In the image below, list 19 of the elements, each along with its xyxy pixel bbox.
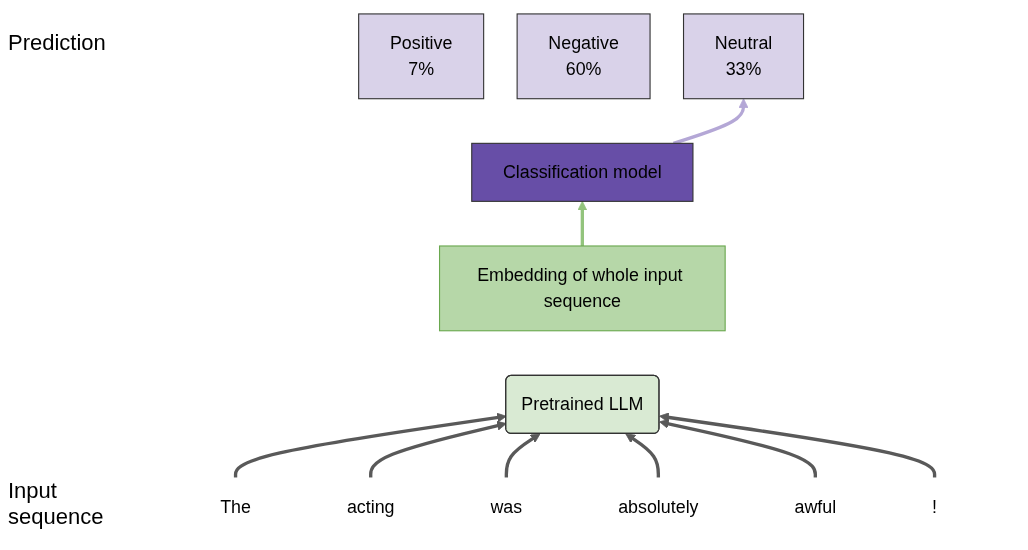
node-box: Neutral 33% [683,13,805,100]
node-text: awful [794,497,837,516]
arrow [577,200,588,246]
node-text: acting [347,497,395,516]
node-text: was [490,497,523,516]
arrow [673,98,749,145]
row-label: Prediction [8,30,107,56]
node-box: Negative 60% [516,13,651,100]
node-box: Embedding of whole input sequence [439,245,727,332]
row-label: Input sequence [8,478,105,530]
arrow [505,433,541,479]
arrow [659,418,818,479]
arrow [659,412,937,479]
node-text: The [220,497,252,516]
node-box: Classification model [471,142,694,202]
arrow [625,433,661,479]
node-text: absolutely [618,497,699,516]
node-text: ! [932,497,938,516]
node-box: Positive 7% [358,13,485,100]
